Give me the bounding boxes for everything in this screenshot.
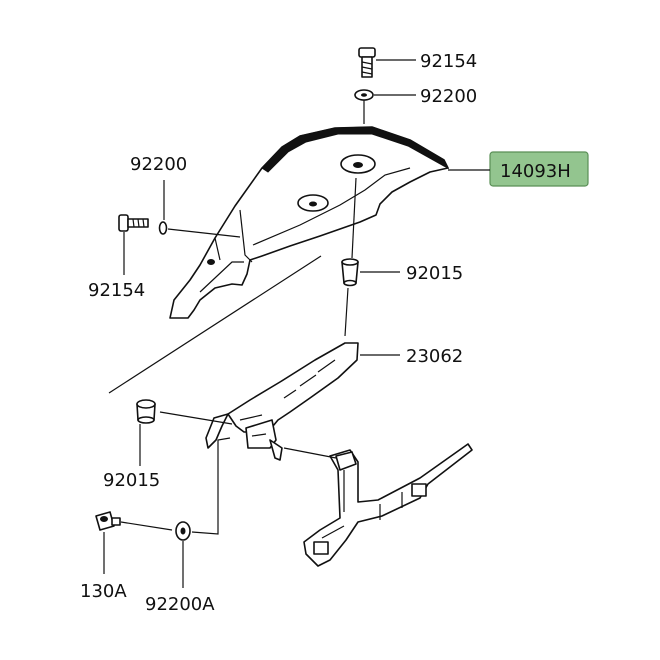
label-92154-top: 92154 bbox=[420, 51, 477, 72]
washer-92200-left bbox=[158, 221, 168, 235]
label-23062: 23062 bbox=[406, 346, 463, 367]
washer-92200-top bbox=[354, 89, 374, 101]
label-92200-left: 92200 bbox=[130, 154, 187, 175]
cover-14093h bbox=[169, 126, 450, 319]
label-92200-top: 92200 bbox=[420, 86, 477, 107]
washer-92200a-bottom bbox=[175, 521, 191, 541]
label-14093h: 14093H bbox=[500, 161, 571, 182]
bolt-130a bbox=[95, 511, 121, 531]
collar-92015-left bbox=[136, 399, 156, 424]
screw-92154-left bbox=[118, 214, 149, 232]
highlight-box-14093h bbox=[489, 151, 589, 187]
collar-92015-right bbox=[341, 258, 359, 287]
label-92154-left: 92154 bbox=[88, 280, 145, 301]
label-92200a: 92200A bbox=[145, 594, 215, 615]
label-92015-left: 92015 bbox=[103, 470, 160, 491]
label-92015-right: 92015 bbox=[406, 263, 463, 284]
bracket-23062 bbox=[205, 342, 359, 461]
screw-92154-top bbox=[358, 47, 376, 78]
label-130a: 130A bbox=[80, 581, 127, 602]
mounting-stay bbox=[303, 443, 473, 567]
